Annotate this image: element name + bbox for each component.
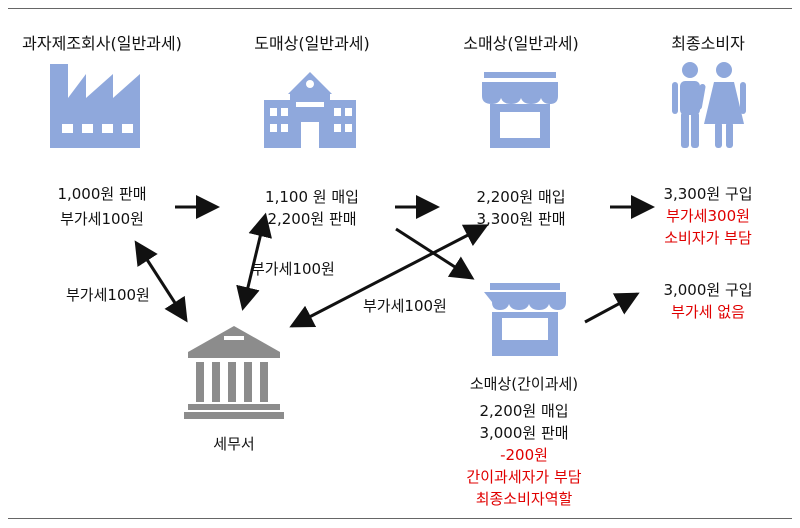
couple-icon [672, 62, 746, 148]
manufacturer-sale: 1,000원 판매 [57, 185, 147, 203]
arrow-simple-retailer-to-consumer [584, 292, 640, 324]
vat-label-wholesaler: 부가세100원 [251, 260, 335, 278]
retailer-general-purchase: 2,200원 매입 [476, 188, 566, 206]
retailer-simple-title: 소매상(간이과세) [469, 375, 579, 393]
consumer-burden: 소비자가 부담 [664, 229, 752, 247]
wholesaler-header: 도매상(일반과세) [254, 34, 370, 53]
arrow-wholesaler-tax [236, 212, 272, 311]
school-building-icon [264, 72, 356, 148]
wholesaler-sale: 2,200원 판매 [267, 210, 357, 228]
manufacturer-header: 과자제조회사(일반과세) [22, 34, 182, 53]
consumer-no-vat: 부가세 없음 [671, 303, 745, 321]
arrow-retailer-tax [289, 224, 489, 328]
factory-icon [50, 64, 140, 148]
tax-office-label: 세무서 [213, 435, 255, 453]
retailer-simple-role: 최종소비자역할 [475, 490, 573, 508]
consumer-purchase-simple: 3,000원 구입 [663, 281, 753, 299]
consumer-purchase-general: 3,300원 구입 [663, 185, 753, 203]
consumer-vat-amount: 부가세300원 [666, 207, 750, 225]
retailer-simple-purchase: 2,200원 매입 [479, 402, 569, 420]
store-icon [482, 72, 558, 148]
manufacturer-vat: 부가세100원 [60, 210, 144, 228]
retailer-simple-burden: 간이과세자가 부담 [466, 468, 582, 486]
tax-office-icon [184, 326, 284, 419]
wholesaler-purchase: 1,100 원 매입 [265, 188, 359, 206]
retailer-general-sale: 3,300원 판매 [476, 210, 566, 228]
kiosk-icon [484, 283, 566, 356]
consumer-header: 최종소비자 [671, 34, 745, 53]
retailer-simple-loss: -200원 [500, 446, 548, 464]
retailer-general-header: 소매상(일반과세) [463, 34, 579, 53]
top-border [8, 8, 792, 9]
bottom-border [8, 518, 792, 519]
vat-label-manufacturer: 부가세100원 [66, 286, 150, 304]
vat-label-retailer: 부가세100원 [363, 297, 447, 315]
arrow-manufacturer-tax [134, 240, 188, 323]
retailer-simple-sale: 3,000원 판매 [479, 424, 569, 442]
